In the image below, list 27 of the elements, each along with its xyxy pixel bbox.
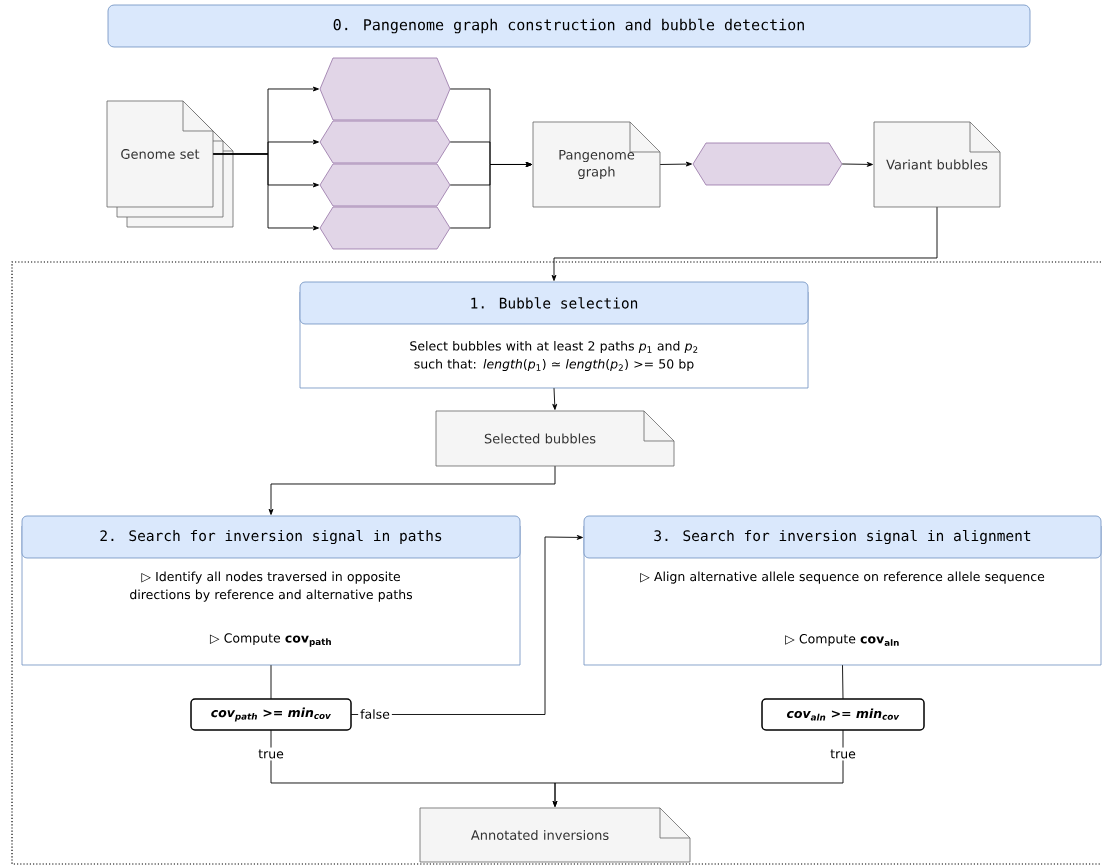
condition-box: cov$_{path}$ >= min$_{cov}$ xyxy=(190,698,352,731)
hexagon xyxy=(319,163,451,207)
edge-label: true xyxy=(828,747,858,761)
node-label: ▷ Identify all nodes traversed in opposite directions by reference and alternative paths xyxy=(130,571,413,602)
arrow xyxy=(212,153,319,231)
arrow xyxy=(841,161,873,167)
arrow xyxy=(552,729,844,807)
section-banner: 0. Pangenome graph construction and bubble detection xyxy=(107,4,1031,48)
edge-label: true xyxy=(256,747,286,761)
hexagon xyxy=(319,206,451,250)
arrow xyxy=(659,161,692,167)
section-header: 1. Bubble selection xyxy=(299,281,809,325)
node-label: ▷ Compute cov$_{aln}$ xyxy=(785,634,899,646)
arrow xyxy=(449,162,532,229)
arrow xyxy=(350,534,583,715)
section-header: 2. Search for inversion signal in paths xyxy=(21,515,521,559)
arrow xyxy=(551,206,938,281)
arrow xyxy=(268,465,556,515)
condition-box: cov$_{aln}$ >= min$_{cov}$ xyxy=(761,698,925,731)
hexagon xyxy=(319,120,451,164)
hexagon xyxy=(692,142,843,186)
node-label: ▷ Align alternative allele sequence on reference allele sequence xyxy=(640,571,1045,584)
arrow xyxy=(552,387,558,410)
edge-label: false xyxy=(358,707,392,721)
node-label: ▷ Compute cov$_{path}$ xyxy=(209,633,331,647)
section-header: 3. Search for inversion signal in alignment xyxy=(583,515,1102,559)
hexagon xyxy=(319,57,451,121)
